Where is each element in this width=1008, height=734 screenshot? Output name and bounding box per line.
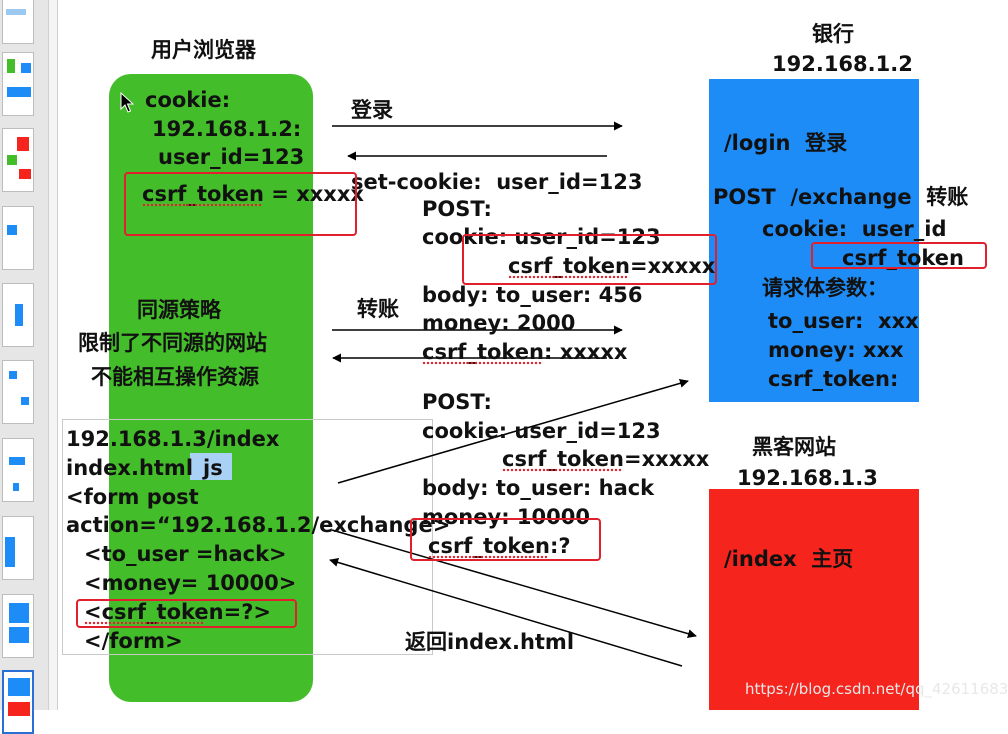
bank-ip: 192.168.1.2 — [772, 52, 913, 76]
form-action-attr: action=“192.168.1.2/exchange> — [66, 513, 451, 537]
forged-token-highlight — [410, 518, 601, 561]
cookie-csrf-token: csrf_token = xxxxx — [142, 182, 364, 206]
bank-param-to-user: to_user: xxx — [768, 309, 919, 333]
forged-request-arrow — [337, 378, 689, 484]
visit-hacker-arrow — [331, 529, 697, 639]
spellcheck-underline — [508, 275, 628, 279]
return-index-label: 返回index.html — [405, 630, 575, 654]
slide-thumbnail[interactable] — [2, 594, 34, 658]
form-field-money: <money= 10000> — [84, 571, 297, 595]
forged-money: money: 10000 — [422, 505, 590, 529]
bank-param-money: money: xxx — [768, 338, 904, 362]
form-open-tag: <form post — [66, 485, 199, 509]
watermark: https://blog.csdn.net/qq_42611683 — [745, 680, 1008, 698]
flow-arrows — [329, 121, 697, 667]
slide-thumbnail[interactable] — [2, 438, 34, 502]
hacker-server-box[interactable] — [709, 489, 919, 710]
set-cookie-header: set-cookie: user_id=123 — [351, 170, 643, 194]
bank-server-box[interactable] — [709, 79, 919, 402]
hacker-index-route: /index 主页 — [724, 547, 854, 571]
slide-thumbnail[interactable] — [2, 283, 34, 347]
bank-token-highlight — [811, 242, 987, 269]
slide-thumbnail[interactable] — [2, 206, 34, 270]
spellcheck-underline — [422, 361, 542, 365]
browser-token-highlight — [124, 172, 357, 236]
form-field-to-user: <to_user =hack> — [84, 542, 287, 566]
legit-cookie-token: csrf_token=xxxxx — [508, 254, 716, 278]
spellcheck-underline — [428, 555, 548, 559]
hacker-page-url: 192.168.1.3/index — [66, 427, 280, 451]
slide-thumbnail[interactable] — [2, 516, 34, 580]
bank-login-route: /login 登录 — [724, 131, 848, 155]
same-origin-policy-line3: 不能相互操作资源 — [91, 365, 259, 389]
bank-title: 银行 — [812, 22, 854, 46]
same-origin-policy-line2: 限制了不同源的网站 — [78, 331, 267, 355]
js-tag-label: js — [203, 456, 223, 480]
panel-divider[interactable] — [48, 0, 58, 710]
spellcheck-underline — [502, 468, 622, 472]
same-origin-policy-title: 同源策略 — [137, 298, 221, 322]
hacker-site-title: 黑客网站 — [752, 435, 836, 459]
forged-csrf-token: csrf_token:? — [428, 534, 571, 558]
legit-money: money: 2000 — [422, 311, 576, 335]
cookie-domain: 192.168.1.2: — [152, 117, 302, 141]
legit-post-label: POST: — [422, 197, 492, 221]
form-field-csrf-token: <csrf_token=?> — [84, 600, 271, 624]
hacker-page-file: index.html — [66, 456, 194, 480]
form-token-highlight — [76, 599, 297, 628]
forged-cookie-token: csrf_token=xxxxx — [502, 447, 710, 471]
slide-thumbnail-panel[interactable] — [0, 0, 48, 734]
slide-thumbnail[interactable] — [2, 52, 34, 116]
bank-exchange-token: csrf_token — [842, 246, 965, 270]
browser-title: 用户浏览器 — [151, 38, 256, 62]
slide-thumbnail[interactable] — [2, 128, 34, 192]
cookie-user-id: user_id=123 — [158, 145, 305, 169]
legit-body: body: to_user: 456 — [422, 283, 643, 307]
legit-token-highlight — [462, 234, 717, 285]
bank-exchange-route: POST /exchange 转账 — [713, 185, 969, 209]
bank-param-csrf-token: csrf_token: — [768, 367, 899, 391]
slide-thumbnail[interactable] — [2, 0, 34, 44]
transfer-label: 转账 — [357, 297, 399, 321]
cookie-label: cookie: — [145, 88, 231, 112]
form-close-tag: </form> — [84, 629, 183, 653]
login-label: 登录 — [351, 98, 393, 122]
forged-cookie: cookie: user_id=123 — [422, 419, 661, 443]
bank-exchange-cookie: cookie: user_id — [762, 217, 947, 241]
slide-thumbnail-active[interactable] — [2, 670, 34, 734]
forged-body: body: to_user: hack — [422, 476, 655, 500]
return-index-arrow — [329, 558, 683, 667]
user-browser-box[interactable] — [109, 74, 313, 702]
hacker-page-outline[interactable] — [62, 419, 433, 655]
slide-thumbnail[interactable] — [2, 360, 34, 424]
js-tag-highlight — [190, 453, 232, 480]
bank-body-params-label: 请求体参数： — [762, 276, 888, 300]
legit-csrf-token: csrf_token: xxxxx — [422, 340, 628, 364]
spellcheck-underline — [142, 203, 262, 207]
mouse-cursor-icon — [120, 91, 135, 113]
spellcheck-underline — [84, 621, 204, 625]
forged-post-label: POST: — [422, 390, 492, 414]
hacker-site-ip: 192.168.1.3 — [737, 466, 878, 490]
